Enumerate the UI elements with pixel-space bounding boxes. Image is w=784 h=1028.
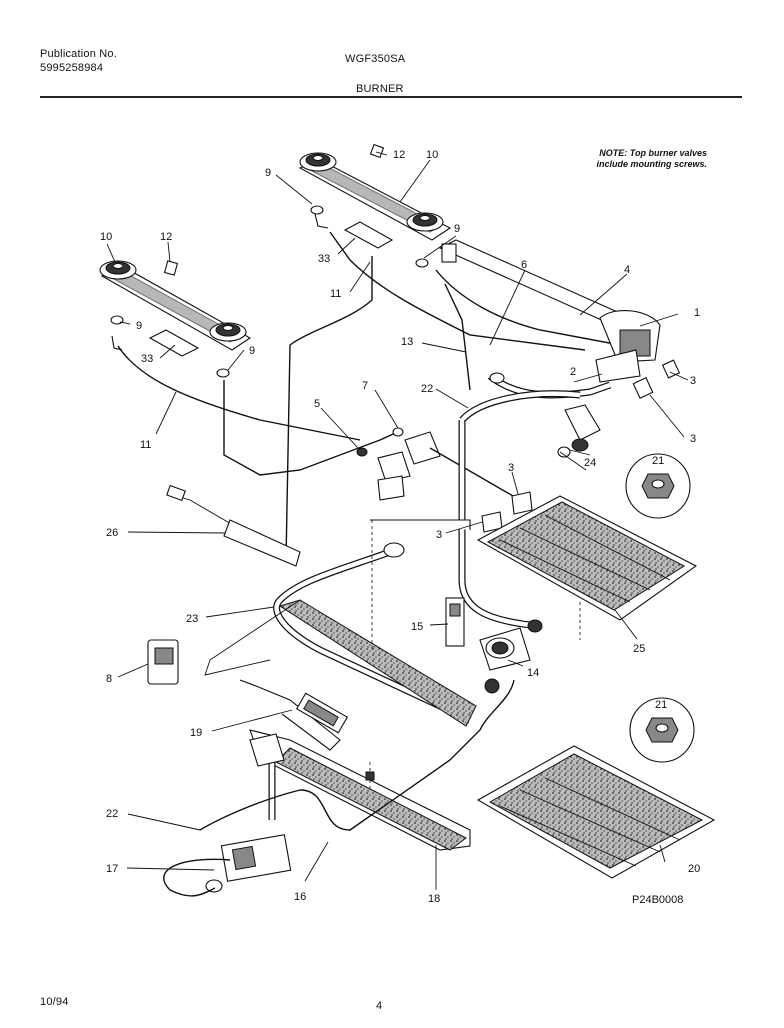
- callout-9-left-a: 9: [136, 320, 142, 332]
- oven-valve: [445, 597, 581, 671]
- figure-code: P24B0008: [632, 894, 683, 906]
- callout-16: 16: [294, 891, 306, 903]
- callout-4: 4: [624, 264, 630, 276]
- callout-6: 6: [521, 259, 527, 271]
- publication-number: 5995258984: [40, 62, 104, 74]
- callout-11-right: 11: [330, 288, 341, 300]
- manifold-assembly: [438, 239, 681, 458]
- burner-valves: [356, 427, 533, 533]
- callout-12-left: 12: [160, 231, 172, 243]
- publication-label: Publication No.: [40, 48, 117, 60]
- callout-25: 25: [633, 643, 645, 655]
- callout-9-right-b: 9: [454, 223, 460, 235]
- callout-3-right-a: 3: [690, 375, 696, 387]
- callout-22-lower: 22: [106, 808, 118, 820]
- callout-8: 8: [106, 673, 112, 685]
- callout-labels: 1 4 6 13 22 7 5 2 3 3 24 3 3 12 10 9 9 3…: [100, 149, 700, 906]
- callout-14: 14: [527, 667, 539, 679]
- callout-2: 2: [570, 366, 576, 378]
- footer-date: 10/94: [40, 996, 69, 1008]
- burner-gas-tubes: [117, 231, 621, 561]
- callout-3-center: 3: [508, 462, 514, 474]
- oven-burner-assembly: [163, 678, 515, 897]
- callout-10-right: 10: [426, 149, 438, 161]
- callout-33-right: 33: [318, 253, 330, 265]
- callout-23: 23: [186, 613, 198, 625]
- callout-15: 15: [411, 621, 423, 633]
- callout-18: 18: [428, 893, 440, 905]
- note-line-1: NOTE: Top burner valves: [599, 148, 707, 158]
- callout-1: 1: [694, 307, 700, 319]
- callout-3-lower: 3: [436, 529, 442, 541]
- callout-10-left: 10: [100, 231, 112, 243]
- leader-lines: [106, 151, 689, 890]
- callout-22-upper: 22: [421, 383, 433, 395]
- nut-detail-lower: [629, 697, 695, 763]
- callout-24: 24: [584, 457, 596, 469]
- supply-tubes: [458, 372, 612, 633]
- callout-9-right-a: 9: [265, 167, 271, 179]
- callout-9-left-b: 9: [249, 345, 255, 357]
- callout-3-right-b: 3: [690, 433, 696, 445]
- oven-burner-tube: [273, 519, 477, 727]
- model-number: WGF350SA: [345, 53, 406, 65]
- callout-12-right: 12: [393, 149, 405, 161]
- callout-21-upper: 21: [652, 455, 664, 467]
- callout-7: 7: [362, 380, 368, 392]
- left-top-burner-assembly: [99, 260, 252, 378]
- upper-burner-pan: [476, 495, 698, 621]
- nut-detail-upper: [625, 453, 691, 519]
- note-text: NOTE: Top burner valves include mounting…: [557, 148, 707, 170]
- right-top-burner-assembly: [298, 143, 452, 268]
- callout-26: 26: [106, 527, 118, 539]
- callout-21-lower: 21: [655, 699, 667, 711]
- callout-20: 20: [688, 863, 700, 875]
- callout-19: 19: [190, 727, 202, 739]
- page-number: 4: [376, 1000, 383, 1012]
- lower-burner-pan: [476, 745, 716, 879]
- callout-17: 17: [106, 863, 118, 875]
- note-line-2: include mounting screws.: [596, 159, 707, 169]
- callout-5: 5: [314, 398, 320, 410]
- callout-33-left: 33: [141, 353, 153, 365]
- header-rule: [40, 96, 742, 98]
- igniters: [147, 484, 349, 751]
- callout-13: 13: [401, 336, 413, 348]
- callout-11-left: 11: [140, 439, 151, 451]
- section-title: BURNER: [356, 83, 404, 95]
